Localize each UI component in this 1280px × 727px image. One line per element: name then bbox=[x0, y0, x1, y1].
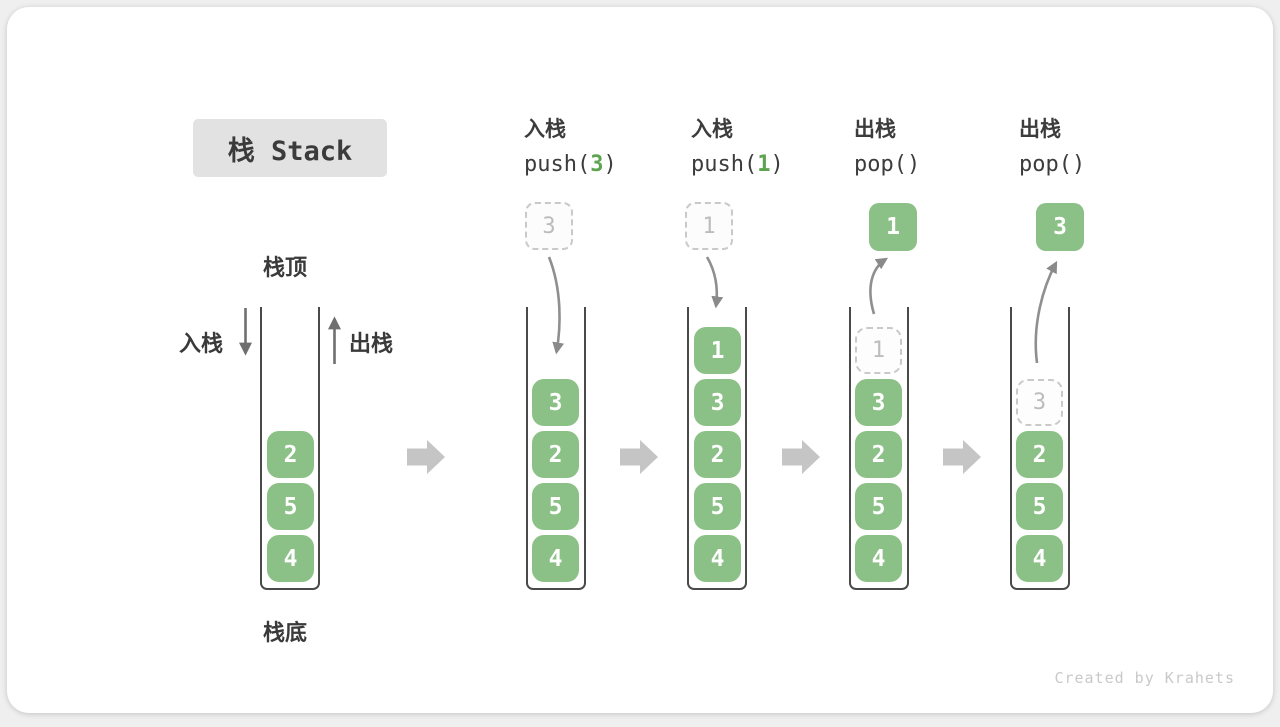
stack-cell: 3 bbox=[694, 379, 741, 426]
op-name: 入栈 bbox=[524, 118, 566, 141]
stack-cell: 3 bbox=[855, 379, 902, 426]
step-arrow-icon bbox=[943, 440, 981, 474]
push-side-label: 入栈 bbox=[179, 331, 224, 356]
stack-cell: 5 bbox=[267, 483, 314, 530]
stack-cell: 5 bbox=[855, 483, 902, 530]
stack-cell: 4 bbox=[532, 535, 579, 582]
stack-cell: 2 bbox=[267, 431, 314, 478]
op-label-push-1: 入栈 push(1) bbox=[691, 113, 841, 177]
stack-top-label: 栈顶 bbox=[263, 255, 308, 280]
op-name: 出栈 bbox=[1019, 118, 1061, 141]
stack-cell: 5 bbox=[694, 483, 741, 530]
page-title: 栈 Stack bbox=[227, 135, 353, 167]
op-arg: 3 bbox=[590, 152, 604, 177]
stack-bottom-label: 栈底 bbox=[263, 620, 308, 645]
op-code: push(3) bbox=[524, 152, 617, 177]
stack-cell: 2 bbox=[694, 431, 741, 478]
stack-container-3 bbox=[687, 307, 747, 590]
op-name: 入栈 bbox=[691, 118, 733, 141]
stack-cell: 2 bbox=[855, 431, 902, 478]
popped-value-box-3: 3 bbox=[1036, 203, 1084, 251]
op-label-pop-3: 出栈 pop() bbox=[1019, 113, 1169, 177]
pop-1-arrow-icon bbox=[869, 257, 889, 315]
stack-container-4 bbox=[849, 307, 909, 590]
stack-cell: 1 bbox=[694, 327, 741, 374]
canvas-card: 栈 Stack 入栈 push(3) 入栈 push(1) 出栈 pop() 出… bbox=[7, 7, 1273, 713]
op-code: pop() bbox=[1019, 152, 1086, 177]
ghost-cell-popped-1: 1 bbox=[855, 327, 902, 374]
step-arrow-icon bbox=[782, 440, 820, 474]
op-code: pop() bbox=[854, 152, 921, 177]
stack-container-5 bbox=[1010, 307, 1070, 590]
stack-cell: 4 bbox=[694, 535, 741, 582]
pop-side-label: 出栈 bbox=[349, 331, 394, 356]
ghost-value-box-push-1: 1 bbox=[685, 202, 733, 250]
stack-cell: 3 bbox=[532, 379, 579, 426]
op-label-pop-1: 出栈 pop() bbox=[854, 113, 1004, 177]
stack-container-2 bbox=[526, 307, 586, 590]
ghost-cell-popped-3: 3 bbox=[1016, 379, 1063, 426]
push-1-arrow-icon bbox=[705, 256, 724, 309]
stack-cell: 5 bbox=[1016, 483, 1063, 530]
step-arrow-icon bbox=[407, 440, 445, 474]
stack-cell: 2 bbox=[532, 431, 579, 478]
op-arg: 1 bbox=[757, 152, 771, 177]
popped-value-box-1: 1 bbox=[869, 203, 917, 251]
step-arrow-icon bbox=[620, 440, 658, 474]
stack-cell: 5 bbox=[532, 483, 579, 530]
op-name: 出栈 bbox=[854, 118, 896, 141]
op-label-push-3: 入栈 push(3) bbox=[524, 113, 674, 177]
ghost-value-box-push-3: 3 bbox=[525, 202, 573, 250]
op-code: push(1) bbox=[691, 152, 784, 177]
stack-cell: 4 bbox=[267, 535, 314, 582]
stack-cell: 4 bbox=[1016, 535, 1063, 582]
stack-cell: 2 bbox=[1016, 431, 1063, 478]
stack-cell: 4 bbox=[855, 535, 902, 582]
stack-container-1 bbox=[260, 307, 320, 590]
watermark: Created by Krahets bbox=[1054, 669, 1235, 687]
title-box: 栈 Stack bbox=[193, 119, 387, 177]
